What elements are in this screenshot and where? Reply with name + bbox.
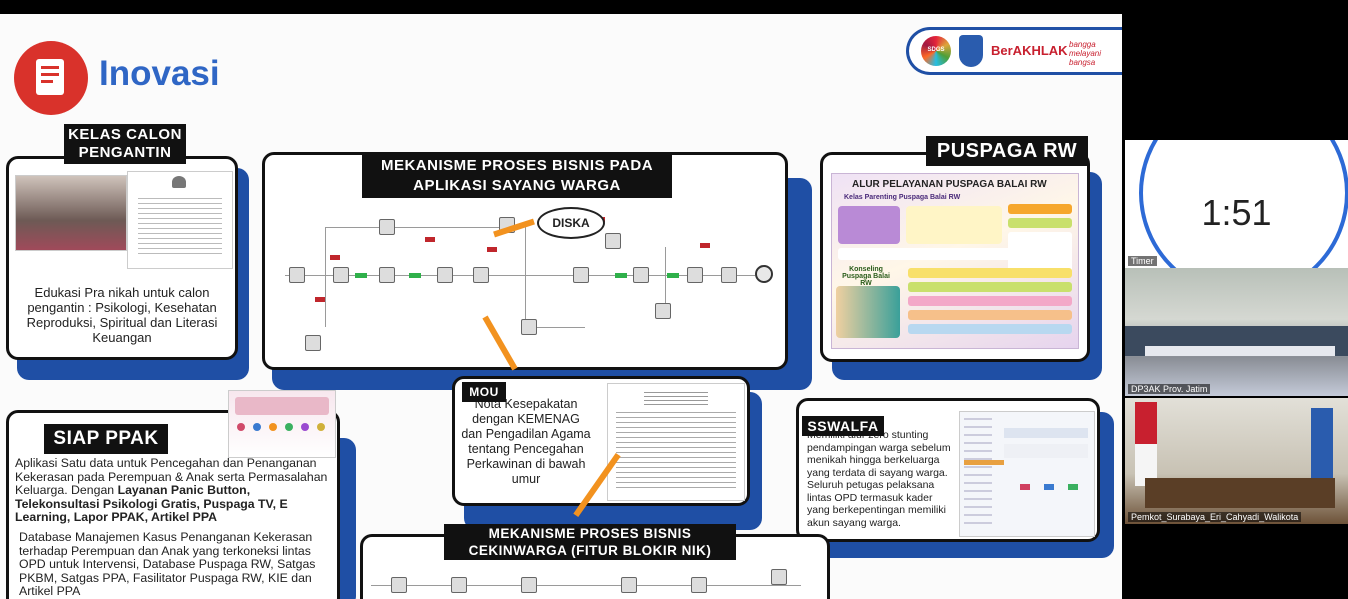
kelas-calon-pengantin-card: Edukasi Pra nikah untuk calon pengantin … [6, 156, 238, 360]
participant-name: Pemkot_Surabaya_Eri_Cahyadi_Walikota [1128, 512, 1302, 522]
sswalfa-card: Memiliki alur zero stunting pendampingan… [796, 398, 1100, 542]
timer-ring [1139, 140, 1348, 268]
presentation-slide: Inovasi SDGS BerAKHLAK bangga melayani b… [0, 14, 1122, 599]
puspaga-poster: ALUR PELAYANAN PUSPAGA BALAI RW Kelas Pa… [831, 173, 1079, 349]
flow-node-icon [305, 335, 321, 351]
mou-document-image [607, 383, 745, 501]
diska-bubble: DISKA [537, 207, 605, 239]
siap-database-description: Database Manajemen Kasus Penanganan Keke… [19, 530, 316, 599]
kelas-description: Edukasi Pra nikah untuk calon pengantin … [26, 285, 218, 345]
decree-document-image [127, 171, 233, 269]
siap-ppak-label: SIAP PPAK [44, 424, 168, 454]
cekinwarga-label: MEKANISME PROSES BISNIS CEKINWARGA (FITU… [444, 524, 736, 560]
surabaya-crest-icon [959, 35, 983, 67]
siap-ppak-screenshot [228, 390, 336, 458]
flow-node-icon [633, 267, 649, 283]
sdgs-logo: SDGS [921, 36, 951, 66]
flow-node-icon [655, 303, 671, 319]
flow-node-icon [721, 267, 737, 283]
logo-bar: SDGS BerAKHLAK bangga melayani bangsa [906, 27, 1122, 75]
participant-name: DP3AK Prov. Jatim [1128, 384, 1211, 394]
class-photo [15, 175, 127, 251]
flow-node-icon [379, 267, 395, 283]
document-icon [36, 59, 64, 95]
officials-photo [836, 286, 900, 338]
flow-node-icon [687, 267, 703, 283]
kelas-calon-pengantin-label: KELAS CALON PENGANTIN [64, 124, 186, 164]
sswalfa-description: Memiliki alur zero stunting pendampingan… [807, 429, 951, 529]
flow-node-icon [521, 319, 537, 335]
flow-node-icon [771, 569, 787, 585]
puspaga-rw-label: PUSPAGA RW [926, 136, 1088, 166]
mekanisme-label: MEKANISME PROSES BISNIS PADA APLIKASI SA… [362, 154, 672, 198]
meeting-participant-panel: 1:51 Timer DP3AK Prov. Jatim Pemkot_Sura… [1122, 0, 1348, 599]
page-title: Inovasi [99, 54, 220, 93]
flow-node-icon [289, 267, 305, 283]
flow-node-icon [473, 267, 489, 283]
participant-tile-dp3ak[interactable]: DP3AK Prov. Jatim [1125, 268, 1348, 396]
timer-tile[interactable]: 1:51 Timer [1125, 140, 1348, 268]
flow-diagram [275, 187, 780, 363]
flow-node-icon [451, 577, 467, 593]
flow-node-icon [621, 577, 637, 593]
flow-node-icon [691, 577, 707, 593]
mou-description: Nota Kesepakatan dengan KEMENAG dan Peng… [461, 397, 591, 486]
flow-node-icon [391, 577, 407, 593]
checkmark-icon [755, 265, 773, 283]
siap-description: Aplikasi Satu data untuk Pencegahan dan … [15, 456, 328, 525]
participant-tile-pemkot[interactable]: Pemkot_Surabaya_Eri_Cahyadi_Walikota [1125, 398, 1348, 524]
mou-label: MOU [462, 382, 506, 402]
puspaga-rw-card: ALUR PELAYANAN PUSPAGA BALAI RW Kelas Pa… [820, 152, 1090, 362]
sswalfa-label: SSWALFA [802, 416, 884, 436]
cekin-flow-diagram [371, 565, 811, 599]
berakhlak-logo: BerAKHLAK [991, 43, 1068, 58]
bangga-melayani-logo: bangga melayani bangsa [1069, 40, 1102, 67]
sswalfa-app-screenshot [959, 411, 1095, 537]
flow-node-icon [573, 267, 589, 283]
inovasi-logo [14, 41, 88, 115]
participant-name: Timer [1128, 256, 1157, 266]
flow-node-icon [521, 577, 537, 593]
timer-value: 1:51 [1201, 192, 1272, 233]
flow-node-icon [605, 233, 621, 249]
siap-ppak-card: Aplikasi Satu data untuk Pencegahan dan … [6, 410, 340, 599]
flow-node-icon [437, 267, 453, 283]
flow-node-icon [379, 219, 395, 235]
flow-node-icon [333, 267, 349, 283]
